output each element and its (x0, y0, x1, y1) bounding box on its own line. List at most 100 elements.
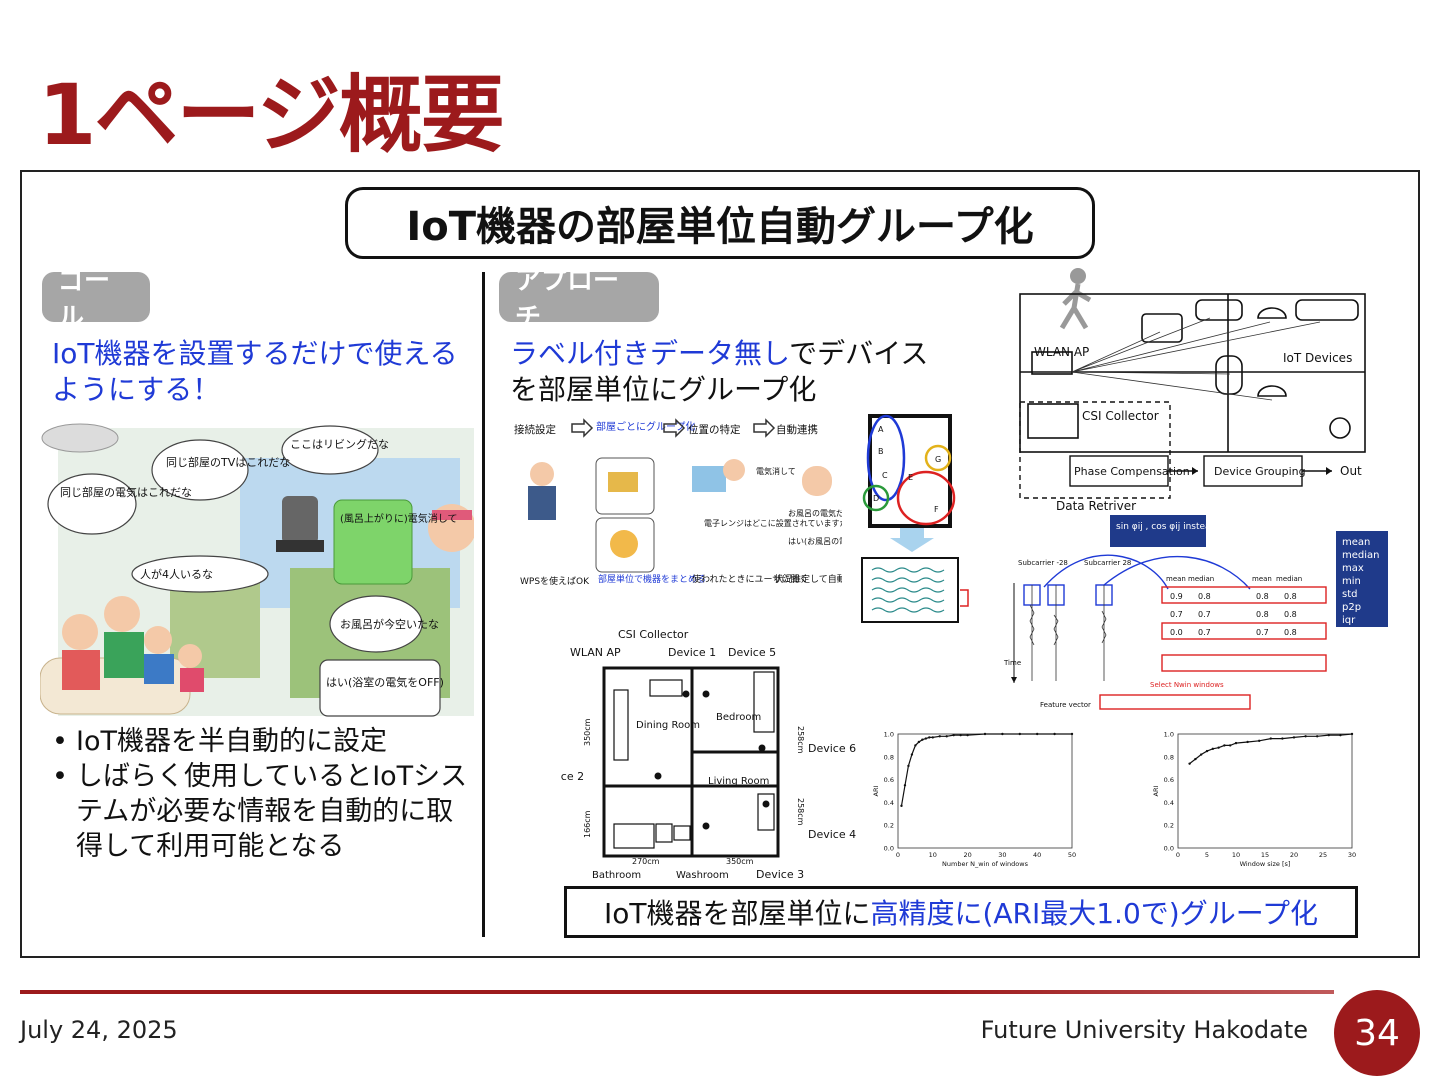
column-divider (482, 272, 485, 937)
bubble-lights: 同じ部屋の電気はこれだな (60, 485, 192, 499)
data-point (928, 736, 931, 739)
data-point (966, 733, 969, 737)
data-point (1339, 733, 1342, 737)
flow-bubble-bath: お風呂の電気だな (788, 508, 842, 518)
feature-cell: 0.8 (1256, 610, 1269, 619)
time-label: Time (1003, 659, 1021, 667)
floorplan-device4: Device 4 (808, 828, 856, 841)
floorplan-device2: Device 2 (560, 770, 584, 783)
goal-statement: IoT機器を設置するだけで使えるようにする！ (52, 337, 458, 406)
floorplan-device5: Device 5 (728, 646, 776, 659)
feature-vector-label: Feature vector (1040, 701, 1091, 709)
footer-rule (20, 990, 1334, 994)
x-tick-label: 50 (1068, 851, 1076, 859)
bubble-bath: お風呂が今空いたな (340, 617, 439, 631)
y-tick-label: 0.2 (884, 822, 894, 830)
x-tick-label: 0 (1176, 851, 1180, 859)
y-tick-label: 0.0 (884, 845, 894, 853)
data-point (1229, 744, 1232, 747)
y-tick-label: 0.4 (1164, 799, 1174, 807)
footer-date: July 24, 2025 (20, 1016, 178, 1044)
device-grouping-label: Device Grouping (1214, 465, 1306, 478)
x-tick-label: 20 (963, 851, 971, 859)
data-point (1350, 732, 1354, 736)
data-point (1269, 737, 1272, 740)
x-axis-label: Number N_win of windows (942, 860, 1029, 868)
col-mean-label: mean (1166, 575, 1186, 583)
room-detection-diagram: A B C D E F G (861, 414, 969, 623)
iot-devices-label: IoT Devices (1283, 351, 1352, 365)
x-tick-label: 20 (1290, 851, 1298, 859)
plot-area (1177, 733, 1353, 849)
room-label: B (878, 447, 884, 456)
flow-step-connect: 接続設定 (514, 423, 556, 436)
approach-rest: でデバイスを部屋単位にグループ化 (510, 337, 929, 406)
x-tick-label: 25 (1319, 851, 1327, 859)
stat-label: iqr (1342, 615, 1356, 626)
data-point (1188, 762, 1191, 765)
dim-label: 350cm (583, 718, 592, 746)
plot-area (897, 733, 1073, 849)
data-point (921, 738, 924, 741)
data-retriever-label: Data Retriver (1056, 499, 1136, 513)
x-tick-label: 10 (1232, 851, 1240, 859)
feature-cell: 0.7 (1170, 610, 1183, 619)
select-windows-label: Select Nwin windows (1150, 681, 1224, 689)
stat-label: median (1342, 550, 1380, 561)
result-box: IoT機器を部屋単位に高精度に(ARI最大1.0で)グループ化 (564, 886, 1358, 938)
floorplan-bedroom: Bedroom (716, 712, 761, 723)
feature-cell: 0.7 (1256, 628, 1269, 637)
col-median-label: median (1276, 575, 1302, 583)
room-label: C (882, 471, 888, 480)
col-median-label: median (1188, 575, 1214, 583)
data-point (903, 784, 907, 787)
floorplan-device1: Device 1 (668, 646, 716, 659)
data-point (1327, 733, 1330, 737)
data-point (1194, 757, 1197, 761)
workflow-diagram: 接続設定 部屋ごとにグループ化 位置の特定 自動連携 電気消して 電子レンジはど… (514, 418, 842, 587)
result-highlight: 高精度に(ARI最大1.0で)グループ化 (870, 897, 1319, 930)
data-point (1018, 732, 1021, 736)
data-point (1292, 736, 1296, 739)
room-label: F (934, 505, 939, 514)
data-point (1316, 735, 1319, 738)
feature-extraction-diagram: sin φij , cos φij instead of φij mean me… (1003, 515, 1388, 710)
y-tick-label: 0.6 (1164, 776, 1174, 784)
feature-cell: 0.8 (1284, 628, 1297, 637)
y-tick-label: 0.4 (884, 799, 894, 807)
bubble-living: ここはリビングだな (290, 437, 389, 451)
feature-cell: 0.0 (1170, 628, 1183, 637)
goal-bullet: IoT機器を半自動的に設定 (50, 724, 475, 759)
floorplan-wlan-ap: WLAN AP (570, 646, 621, 659)
y-axis-label: ARI (872, 785, 880, 796)
data-point (959, 733, 962, 737)
floorplan-bathroom: Bathroom (592, 870, 641, 881)
data-point (1234, 741, 1238, 745)
feature-cell: 0.8 (1198, 592, 1211, 601)
bubble-tv: 同じ部屋のTVはこれだな (166, 455, 290, 469)
x-tick-label: 10 (929, 851, 937, 859)
data-point (1258, 739, 1261, 743)
stat-label: std (1342, 589, 1357, 600)
stat-label: max (1342, 563, 1364, 574)
result-plain: IoT機器を部屋単位に (603, 897, 871, 930)
feature-cell: 0.7 (1198, 628, 1211, 637)
stat-label: min (1342, 576, 1361, 587)
bubble-lights-off: (風呂上がりに)電気消して (340, 512, 458, 525)
data-point (907, 764, 910, 768)
y-tick-label: 0.6 (884, 776, 894, 784)
feature-note: sin φij , cos φij instead of φij (1116, 522, 1242, 532)
flow-caption-locate: 使われたときにユーザに聞く (692, 573, 808, 585)
floorplan-dining: Dining Room (636, 720, 700, 731)
living-room-illustration: 同じ部屋の電気はこれだな 同じ部屋のTVはこれだな ここはリビングだな 人が4人… (40, 423, 474, 717)
y-tick-label: 0.2 (1164, 822, 1174, 830)
wlan-ap-label: WLAN AP (1034, 345, 1089, 359)
flow-caption-grouping: 部屋単位で機器をまとめる (598, 573, 706, 585)
data-point (1223, 744, 1226, 747)
y-tick-label: 0.8 (884, 753, 894, 761)
out-label: Out (1340, 464, 1362, 478)
flow-step-locate: 位置の特定 (688, 423, 741, 436)
data-point (945, 735, 948, 738)
y-axis-label: ARI (1152, 785, 1160, 796)
series-line (900, 733, 1072, 806)
